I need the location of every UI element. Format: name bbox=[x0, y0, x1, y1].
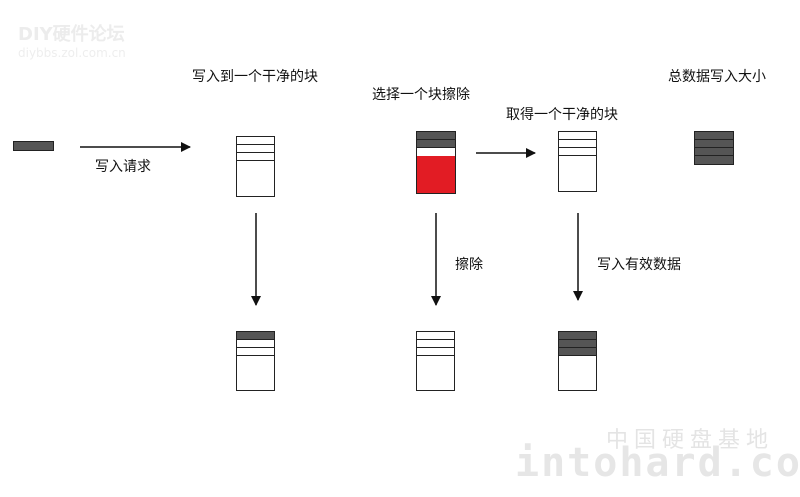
watermark-logo: DIY硬件论坛 bbox=[18, 24, 125, 45]
block-clean-top bbox=[236, 136, 275, 197]
label-erase: 擦除 bbox=[455, 257, 483, 273]
block-clean-acquired bbox=[558, 131, 597, 192]
total-data-stack bbox=[694, 131, 734, 165]
block-valid-data-bottom bbox=[558, 331, 597, 391]
label-select-erase: 选择一个块擦除 bbox=[372, 87, 470, 103]
watermark-url: diybbs.zol.com.cn bbox=[18, 46, 126, 60]
write-request-page bbox=[13, 141, 54, 151]
label-write-clean-block: 写入到一个干净的块 bbox=[192, 69, 318, 85]
block-select-erase bbox=[416, 131, 456, 194]
label-write-request: 写入请求 bbox=[95, 159, 151, 175]
watermark-site: 中国硬盘基地 bbox=[606, 428, 775, 453]
block-written-bottom bbox=[236, 331, 275, 391]
block-erased-bottom bbox=[416, 331, 455, 391]
label-get-clean-block: 取得一个干净的块 bbox=[506, 107, 618, 123]
label-total-data-written: 总数据写入大小 bbox=[668, 69, 766, 85]
watermark-intohard: intohard.com bbox=[515, 440, 800, 486]
label-write-valid-data: 写入有效数据 bbox=[597, 257, 681, 273]
